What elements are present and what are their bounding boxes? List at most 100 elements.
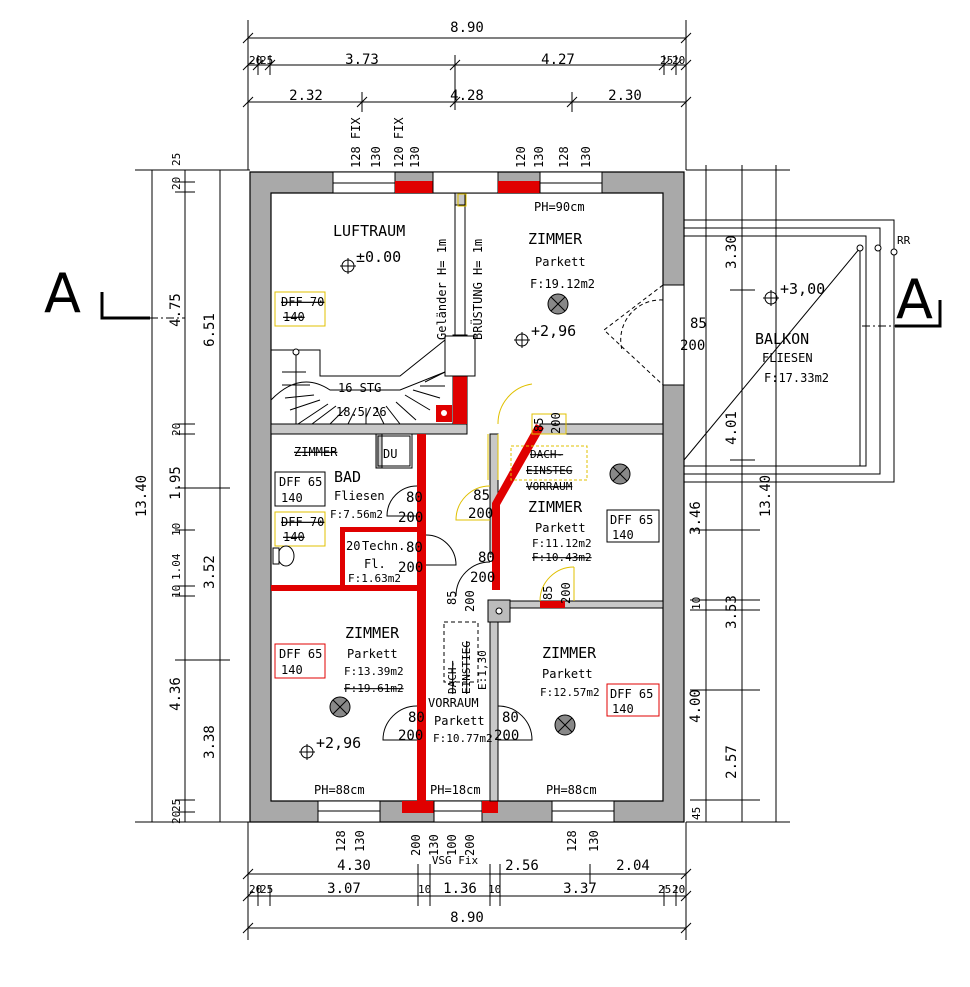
toilet-icon [272, 545, 295, 567]
dach2-l3: E:1,30 [476, 650, 489, 690]
svg-text:10: 10 [170, 523, 183, 536]
svg-text:DFF 65: DFF 65 [610, 687, 653, 701]
zimmer1-floor: Parkett [535, 255, 586, 269]
svg-text:20: 20 [170, 177, 183, 190]
top-opening-labels: 128 FIX 130 120 FIX 130 120 130 128 130 [349, 117, 593, 168]
zimmer2-area: F:11.12m2 [532, 537, 592, 550]
svg-text:200: 200 [468, 506, 493, 522]
door-swing-z3 [382, 705, 418, 741]
svg-text:85: 85 [445, 591, 459, 605]
svg-text:10: 10 [170, 585, 183, 598]
svg-text:DFF 65: DFF 65 [279, 475, 322, 489]
svg-text:130: 130 [427, 834, 441, 856]
svg-text:25: 25 [170, 153, 183, 166]
balkon-rr: RR [897, 234, 911, 247]
svg-text:100: 100 [445, 834, 459, 856]
vsg-label: VSG Fix [432, 854, 479, 867]
balkon-level: +3,00 [780, 280, 825, 298]
svg-text:20: 20 [170, 423, 183, 436]
top-dimensions [242, 20, 692, 170]
svg-text:20: 20 [170, 811, 183, 824]
dim-top-r1-5: 20 [672, 54, 685, 67]
zimmer3-ph: PH=88cm [314, 783, 365, 797]
zimmer1-area: F:19.12m2 [530, 277, 595, 291]
svg-text:140: 140 [283, 310, 305, 324]
svg-text:80: 80 [408, 710, 425, 726]
dim-top-r1-3: 4.27 [541, 52, 575, 68]
svg-text:128: 128 [557, 146, 571, 168]
bottom-wall-openings [317, 800, 615, 823]
svg-text:3.30: 3.30 [724, 235, 740, 269]
dim-top-r2-0: 2.32 [289, 88, 323, 104]
svg-text:3.46: 3.46 [688, 501, 704, 535]
dim-top-r1-1: 25 [260, 54, 273, 67]
svg-text:DFF 70: DFF 70 [281, 515, 324, 529]
bottom-dimensions [242, 822, 692, 940]
svg-text:1.04: 1.04 [170, 553, 183, 580]
door-swing-bad [386, 485, 418, 517]
ceiling-light-icon [329, 696, 351, 718]
zimmer3-old-area: F:19.61m2 [344, 682, 404, 695]
interior-walls [270, 192, 664, 802]
zimmer1-ph: PH=90cm [534, 200, 585, 214]
bad-old-name: ZIMMER [294, 445, 338, 459]
section-marker-left: A [44, 262, 185, 325]
svg-text:A: A [896, 268, 933, 331]
shower [377, 435, 411, 467]
svg-text:25: 25 [260, 883, 273, 896]
svg-text:140: 140 [612, 702, 634, 716]
svg-text:200: 200 [559, 582, 573, 604]
svg-text:4.01: 4.01 [724, 411, 740, 445]
svg-text:1.95: 1.95 [168, 466, 184, 500]
svg-text:200: 200 [398, 728, 423, 744]
dff-window-bad [274, 471, 326, 507]
vorraum-area: F:10.77m2 [433, 732, 493, 745]
svg-text:200: 200 [470, 570, 495, 586]
dach1-l3: VORRAUM [526, 480, 573, 493]
svg-text:200: 200 [494, 728, 519, 744]
svg-text:3.37: 3.37 [563, 881, 597, 897]
luftraum-level: ±0.00 [356, 248, 401, 266]
dff-window-a [274, 291, 326, 327]
svg-text:4.75: 4.75 [168, 293, 184, 327]
left-dimensions [135, 169, 250, 823]
dff-window-z4 [606, 683, 660, 717]
vorraum-name: VORRAUM [428, 696, 479, 710]
dim-top-r1-4: 25 [660, 54, 673, 67]
zimmer3-area: F:13.39m2 [344, 665, 404, 678]
vorraum-floor: Parkett [434, 714, 485, 728]
svg-text:3.53: 3.53 [724, 595, 740, 629]
svg-text:1.36: 1.36 [443, 881, 477, 897]
svg-text:2.56: 2.56 [505, 858, 539, 874]
svg-text:80: 80 [502, 710, 519, 726]
svg-text:130: 130 [369, 146, 383, 168]
svg-text:200: 200 [409, 834, 423, 856]
svg-text:120: 120 [514, 146, 528, 168]
stair-start-icon [292, 348, 300, 356]
dff-window-bad-2 [274, 511, 326, 547]
zimmer4-area: F:12.57m2 [540, 686, 600, 699]
svg-text:128: 128 [334, 830, 348, 852]
zimmer1-level: +2,96 [531, 322, 576, 340]
svg-text:128 FIX: 128 FIX [349, 117, 363, 168]
level-marker-icon [340, 258, 356, 274]
luftraum-name: LUFTRAUM [333, 222, 405, 240]
svg-text:200: 200 [680, 338, 705, 354]
bad-floor: Fliesen [334, 489, 385, 503]
techn-sub: Fl. [364, 557, 386, 571]
railing-marker [457, 193, 467, 207]
ceiling-light-icon [609, 463, 631, 485]
dim-top-r1-2: 3.73 [345, 52, 379, 68]
svg-text:A: A [44, 262, 81, 325]
dim-bottom-total: 8.90 [450, 910, 484, 926]
dff-window-z2 [606, 509, 660, 543]
dach1-box [510, 445, 588, 481]
zimmer3-level: +2,96 [316, 734, 361, 752]
ceiling-light-icon [554, 714, 576, 736]
door-swing-z2b [539, 566, 575, 602]
svg-text:200: 200 [463, 834, 477, 856]
svg-text:130: 130 [353, 830, 367, 852]
bruestung-label: BRÜSTUNG H= 1m [469, 239, 485, 340]
svg-text:6.51: 6.51 [202, 313, 218, 347]
dach1-l1: DACH- [530, 448, 563, 461]
